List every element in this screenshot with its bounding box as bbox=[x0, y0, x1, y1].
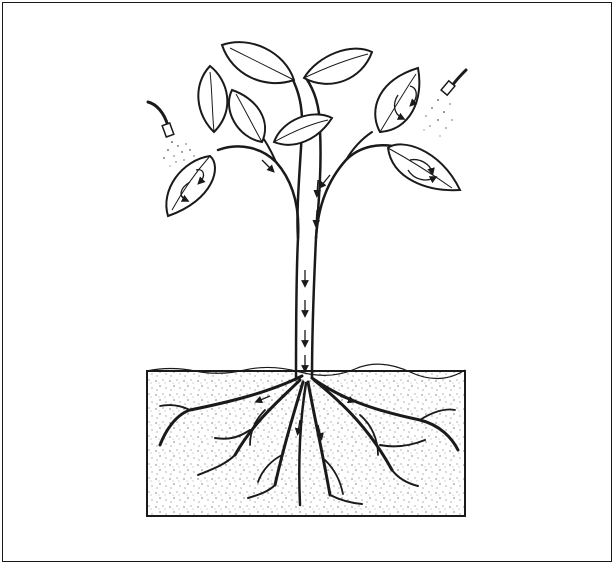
leaf-icon bbox=[222, 42, 294, 83]
spray-mist bbox=[424, 99, 453, 136]
leaf-icon bbox=[375, 68, 419, 132]
leaf-icon bbox=[304, 49, 372, 84]
leaf-icon bbox=[166, 156, 215, 216]
spray-nozzle-icon bbox=[441, 70, 466, 95]
leaf-icon bbox=[274, 114, 332, 144]
leaf-icon bbox=[388, 144, 460, 190]
spray-nozzle-icon bbox=[148, 102, 174, 137]
leaf-icon bbox=[229, 90, 265, 142]
leaf-icon bbox=[198, 66, 227, 132]
plant-diagram bbox=[0, 0, 614, 540]
